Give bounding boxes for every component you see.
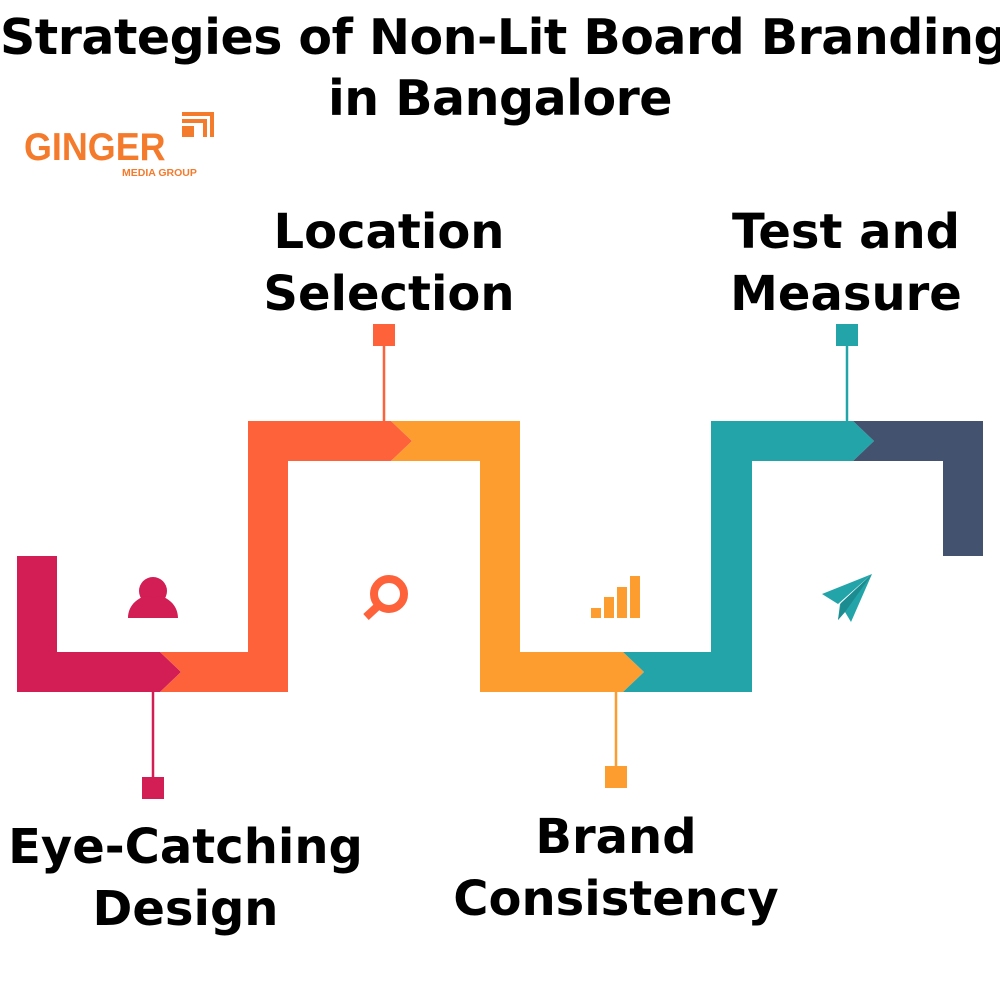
step-4-segment: [623, 421, 874, 692]
title-line-1: Strategies of Non-Lit Board Branding: [0, 9, 1000, 66]
step-4-label-line-2: Measure: [730, 266, 962, 322]
logo-subtitle: MEDIA GROUP: [122, 167, 197, 179]
step-1-segment: [17, 556, 181, 692]
step-1-label-line-1: Eye-Catching: [8, 819, 363, 875]
search-icon: [363, 575, 408, 620]
step-3-label-line-1: Brand: [535, 809, 697, 865]
step-2-label-line-1: Location: [273, 204, 505, 260]
step-3-connector: [605, 692, 627, 788]
logo-mark-icon: [182, 112, 214, 137]
ginger-media-group-logo: GINGER MEDIA GROUP: [24, 108, 219, 180]
step-3-label: Brand Consistency: [440, 806, 792, 930]
step-4-label-line-1: Test and: [731, 204, 961, 260]
step-1-label: Eye-Catching Design: [3, 816, 368, 940]
step-4-label: Test and Measure: [700, 201, 992, 325]
step-1-connector: [142, 692, 164, 799]
step-2-connector: [373, 324, 395, 421]
step-2-label-line-2: Selection: [263, 266, 515, 322]
bar-chart-icon: [591, 576, 640, 618]
title-line-2: in Bangalore: [327, 70, 673, 127]
step-2-segment: [160, 421, 412, 692]
step-4-connector: [836, 324, 858, 421]
person-icon: [128, 577, 178, 618]
paper-plane-icon: [822, 574, 872, 622]
step-5-segment: [853, 421, 983, 556]
step-3-label-line-2: Consistency: [453, 871, 779, 927]
logo-wordmark: GINGER: [24, 126, 166, 169]
step-3-segment: [391, 421, 644, 692]
step-2-label: Location Selection: [234, 201, 544, 325]
step-1-label-line-2: Design: [92, 881, 279, 937]
